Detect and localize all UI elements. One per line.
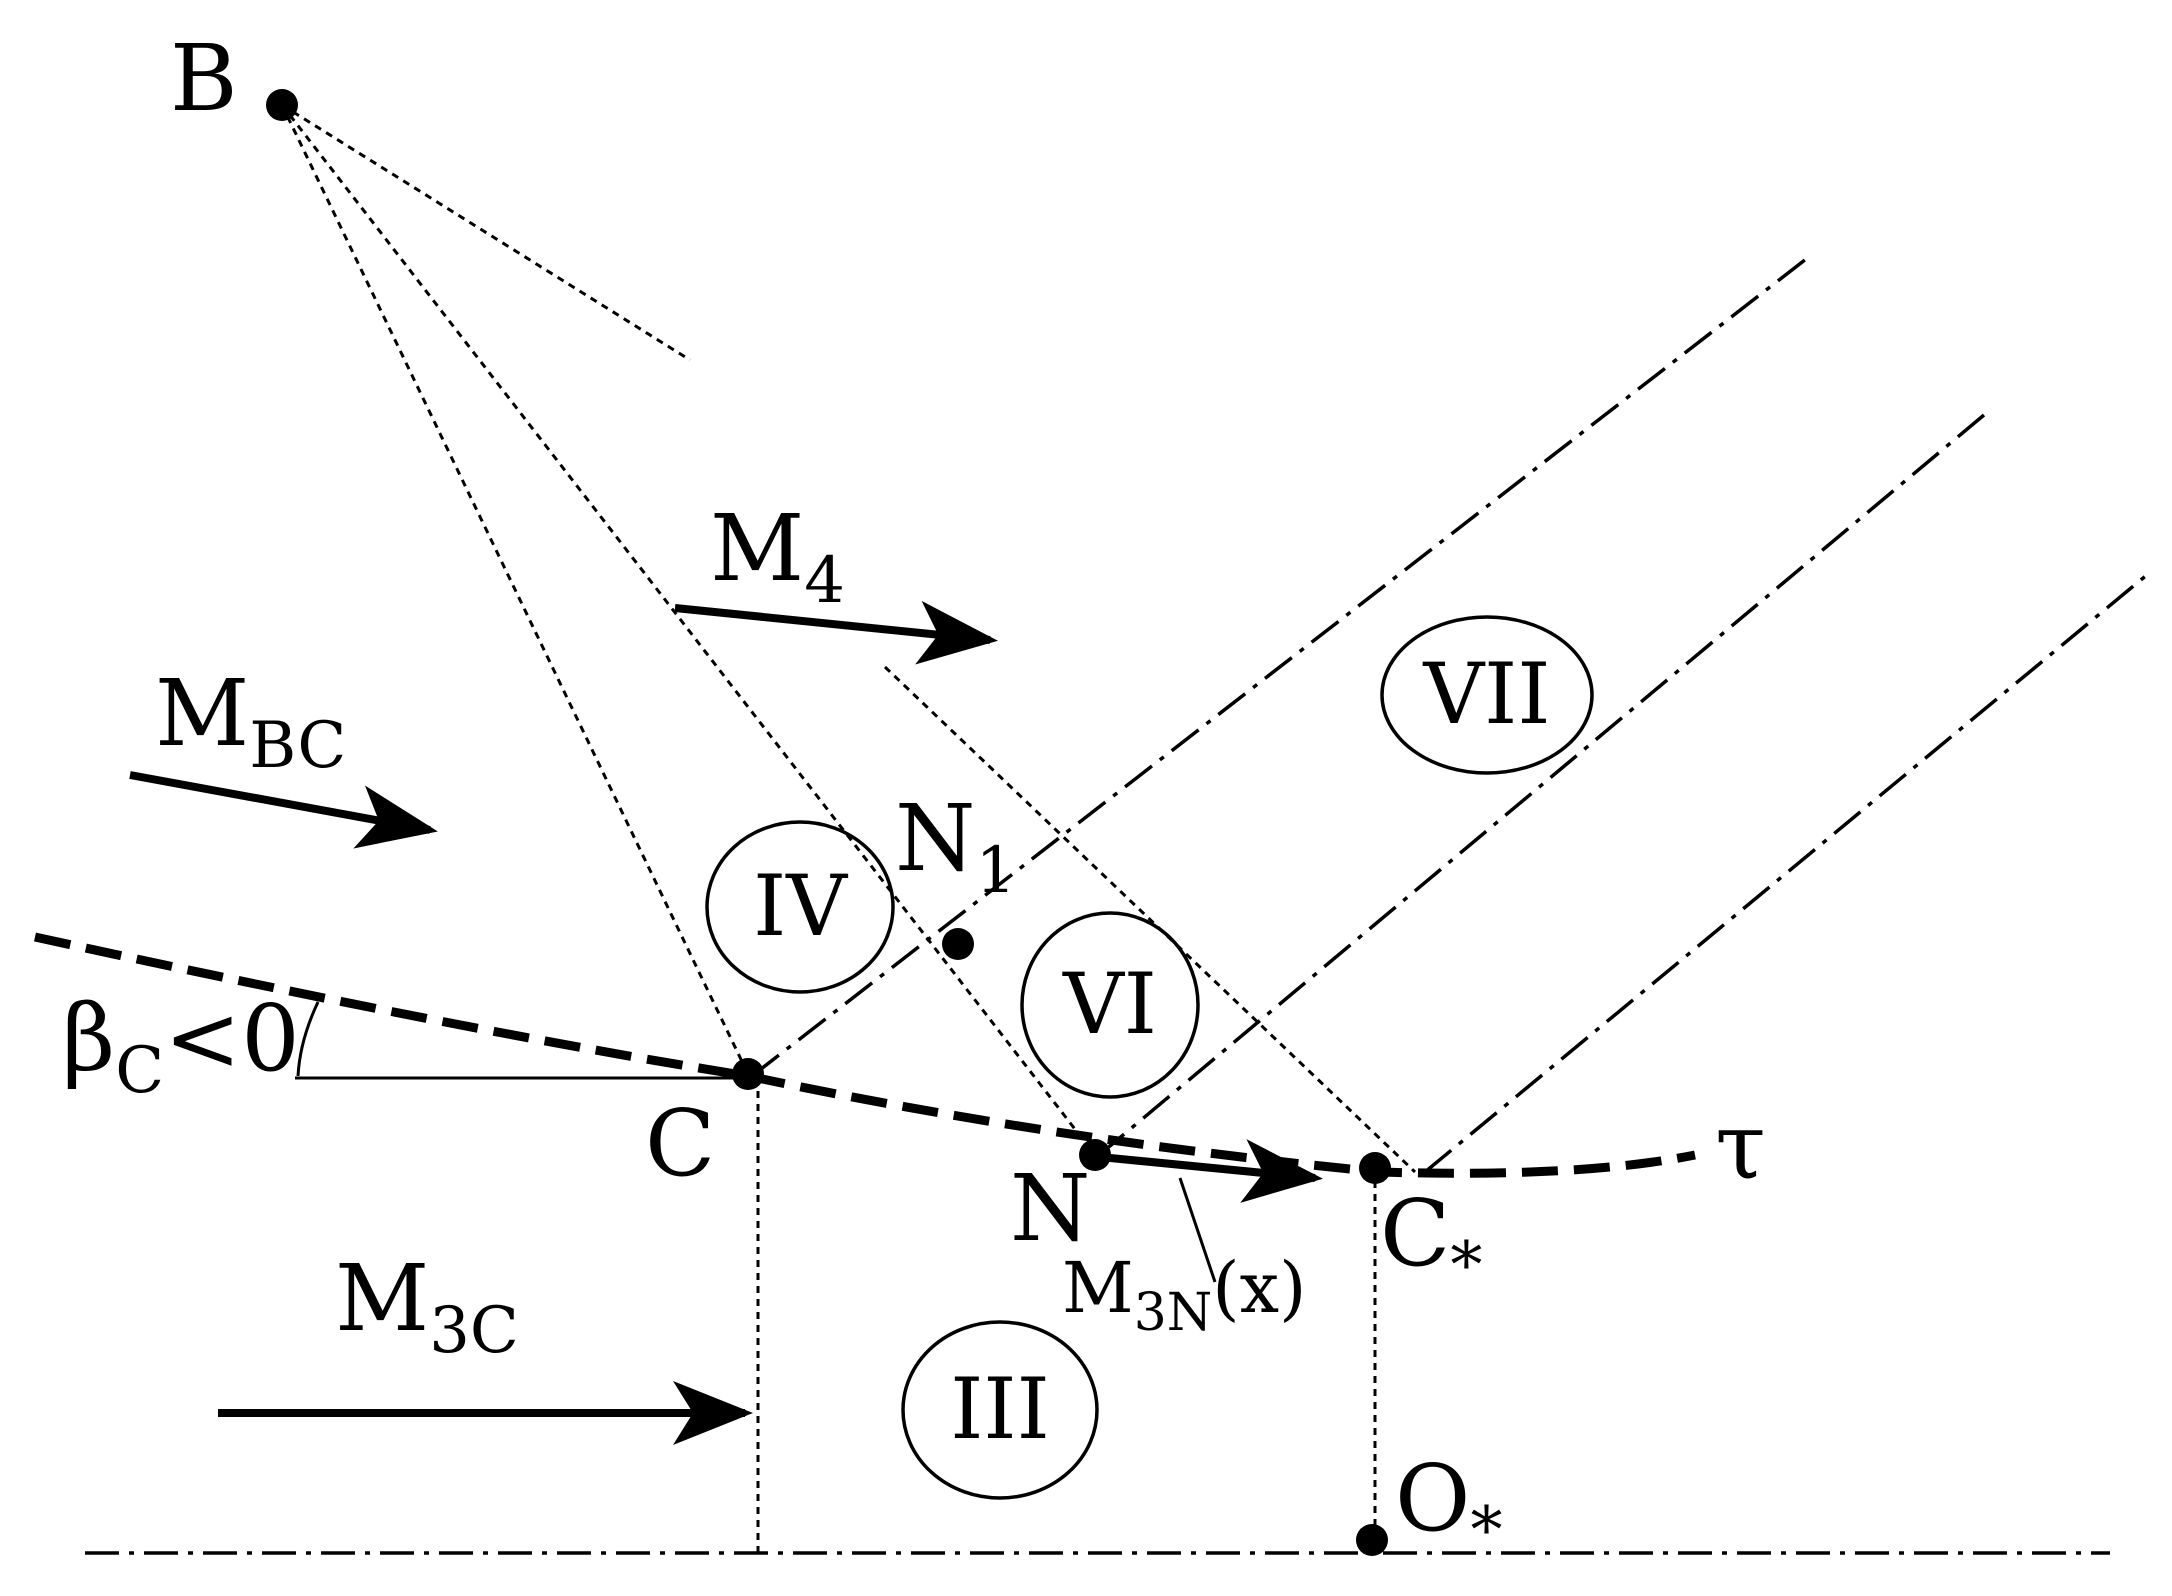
label-tau: τ	[1715, 1093, 1766, 1200]
arrow-along-tau	[1099, 1139, 1323, 1203]
characteristic-c	[750, 254, 1812, 1078]
ray-b-to-cstar	[883, 665, 1417, 1174]
ray-b-to-c	[280, 104, 750, 1075]
label-n1-sub: 1	[976, 834, 1017, 908]
label-cstar-main: C	[1380, 1180, 1450, 1287]
label-beta-main: β	[62, 985, 115, 1092]
label-m3n-main: M	[1062, 1247, 1134, 1329]
label-region-vi: VI	[1062, 955, 1157, 1053]
label-n1: N1	[895, 785, 1016, 908]
label-beta-sub: C	[115, 1034, 164, 1108]
label-region-iii: III	[950, 1360, 1050, 1458]
arrow-m4	[674, 600, 998, 665]
ray-b-to-cstar-upper	[281, 103, 691, 362]
label-m3n-arg: (x)	[1212, 1247, 1306, 1329]
label-ostar-main: O	[1395, 1445, 1470, 1552]
label-m3c-main: M	[335, 1245, 429, 1352]
point-ostar	[1356, 1524, 1388, 1556]
point-c	[732, 1058, 764, 1090]
label-m3c: M3C	[335, 1245, 519, 1368]
characteristic-cstar	[1423, 572, 2150, 1174]
region-vii-ellipse	[1380, 615, 1594, 775]
ray-b-to-n	[280, 104, 1097, 1156]
label-c: C	[645, 1090, 715, 1197]
beta-angle-arc	[296, 1001, 320, 1077]
label-m3c-sub: 3C	[429, 1294, 519, 1368]
label-m4-main: M	[710, 495, 804, 602]
label-beta: βC<0	[62, 985, 300, 1108]
region-vi-ellipse	[1020, 911, 1200, 1099]
label-n1-main: N	[895, 785, 976, 892]
label-mbc-sub: BC	[249, 709, 346, 783]
label-cstar-sub: *	[1450, 1229, 1482, 1303]
label-ostar: O*	[1395, 1445, 1502, 1568]
point-n	[1079, 1139, 1111, 1171]
point-cstar	[1359, 1152, 1391, 1184]
label-region-iv: IV	[753, 857, 848, 955]
label-ostar-sub: *	[1470, 1494, 1502, 1568]
label-m4-sub: 4	[804, 544, 845, 618]
label-cstar: C*	[1380, 1180, 1482, 1303]
label-m3n-sub: 3N	[1134, 1283, 1213, 1343]
label-mbc-main: M	[155, 660, 249, 767]
label-b: B	[170, 25, 238, 132]
arrow-mbc	[129, 771, 438, 849]
region-iv-ellipse	[705, 820, 895, 994]
label-region-vii: VII	[1422, 645, 1550, 743]
label-m3n: M3N(x)	[1062, 1247, 1306, 1343]
label-n: N	[1010, 1155, 1091, 1262]
region-iii-ellipse	[901, 1320, 1099, 1500]
characteristic-n	[1096, 408, 1992, 1158]
label-m4: M4	[710, 495, 845, 618]
leader-m3n	[1178, 1177, 1217, 1283]
point-n1	[942, 928, 974, 960]
label-beta-rel: <0	[164, 985, 300, 1092]
point-b	[266, 89, 298, 121]
label-mbc: MBC	[155, 660, 346, 783]
